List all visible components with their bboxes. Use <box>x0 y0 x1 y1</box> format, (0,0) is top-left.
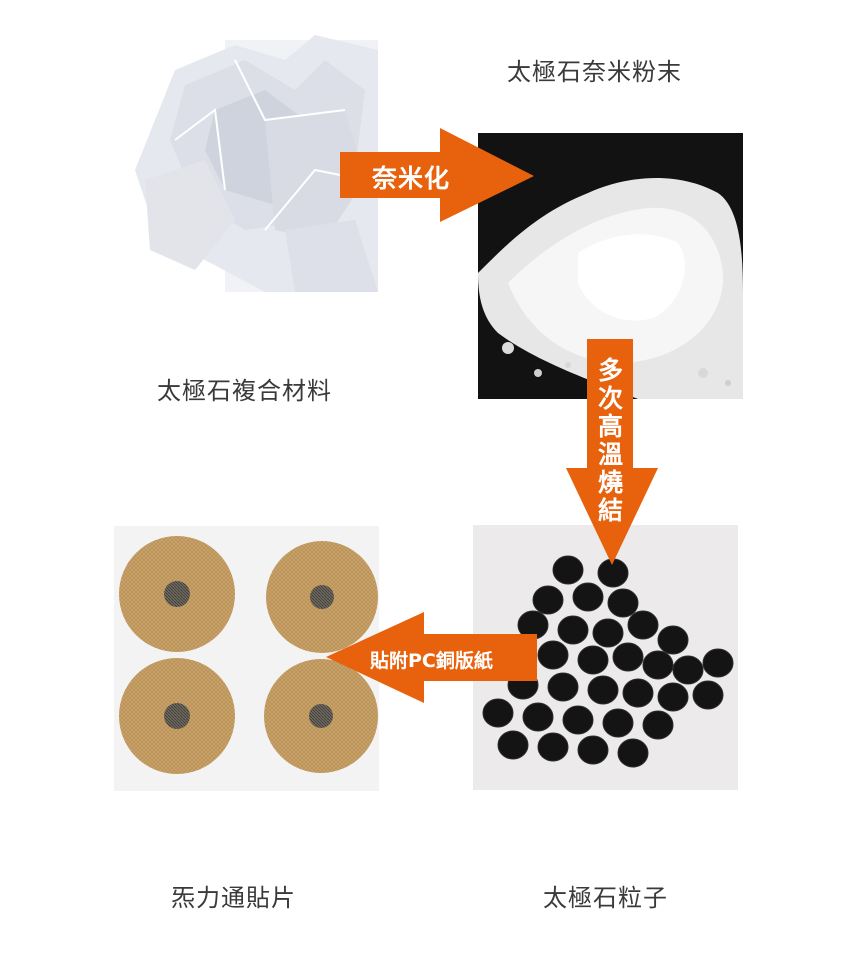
particles-image <box>473 525 738 790</box>
label-nano-powder: 太極石奈米粉末 <box>507 58 682 86</box>
patch-disc <box>266 541 378 653</box>
arrow-down-sinter <box>566 339 658 565</box>
arrow-right-nanoize <box>340 128 534 222</box>
label-composite-material: 太極石複合材料 <box>157 377 332 405</box>
patch-disc <box>119 658 235 774</box>
arrow-label-nanoize: 奈米化 <box>372 164 451 193</box>
patch-disc <box>264 659 378 773</box>
arrow-label-attach: 貼附PC銅版紙 <box>370 650 493 672</box>
label-patch: 炁力通貼片 <box>171 884 296 912</box>
label-particles: 太極石粒子 <box>543 884 668 912</box>
nano-powder-image <box>478 133 743 399</box>
patch-disc <box>119 536 235 652</box>
arrow-label-sinter: 多次高溫燒結 <box>598 356 624 525</box>
arrow-left-attach <box>326 612 537 703</box>
